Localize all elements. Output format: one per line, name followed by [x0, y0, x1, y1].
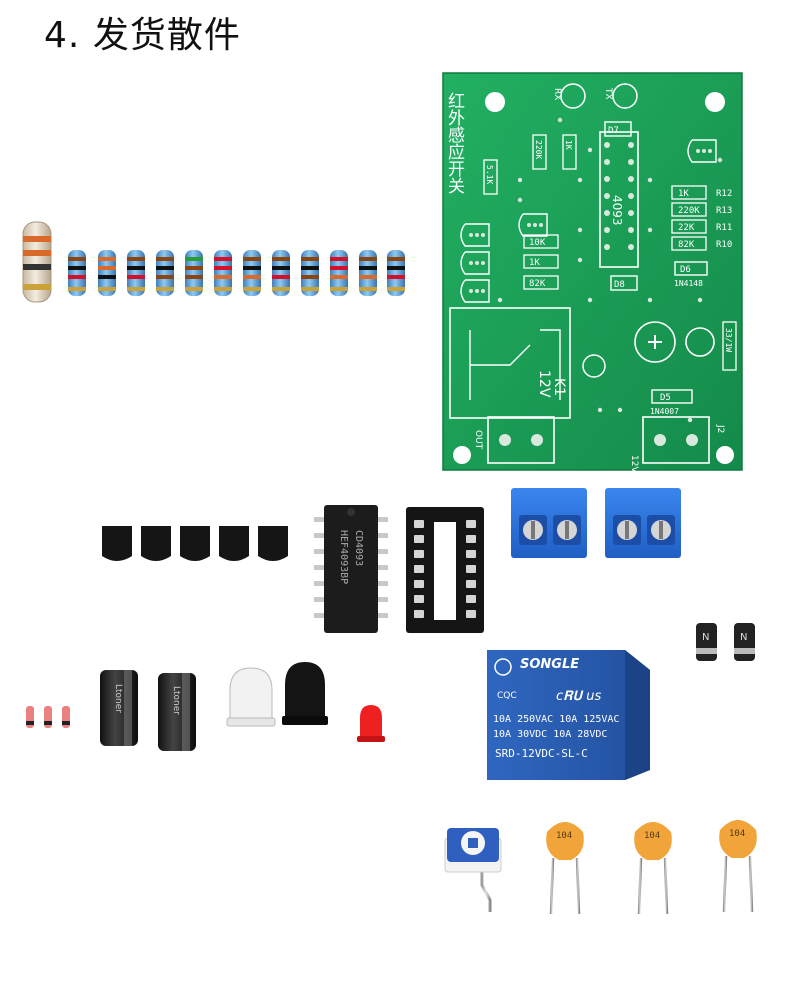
- transistor: [141, 526, 171, 650]
- pcb-board: 红外感应开关 4093 K1 12V OUT J2 12V RX TX 1K R1…: [442, 72, 743, 473]
- ecap-brand-2: Ltoner: [171, 686, 181, 715]
- resistor: [387, 76, 405, 475]
- ic-marking-2: CD4093: [353, 530, 364, 566]
- relay-ul-mark: c𝐑𝐔 us: [556, 689, 601, 704]
- glass-diode: [44, 522, 52, 916]
- ceramic-capacitors: 104 104 104: [546, 820, 757, 915]
- ceramic-cap-value: 104: [556, 831, 572, 841]
- board-title: 红外感应开关: [444, 92, 465, 194]
- pcb-resistor-value: 10K: [529, 238, 546, 248]
- leds: [226, 662, 385, 915]
- ecap-brand: Ltoner: [113, 684, 123, 713]
- electrolytic-capacitors: Ltoner Ltoner: [100, 670, 196, 912]
- relay-logo: [494, 658, 512, 676]
- ceramic-capacitor: 104: [546, 822, 584, 915]
- ic-socket: [406, 507, 484, 633]
- screw-terminals: [511, 488, 681, 590]
- resistor: [98, 76, 116, 475]
- resistor: [301, 76, 319, 475]
- pcb-resistor-ref: R12: [716, 189, 732, 199]
- pcb-j2-label: J2: [715, 424, 725, 433]
- resistor: [359, 76, 377, 475]
- screw-terminal: [605, 488, 681, 590]
- relay-model: SRD-12VDC-SL-C: [495, 747, 588, 760]
- ic-marking-1: HEF4093BP: [338, 530, 349, 584]
- relay: SONGLE CQC c𝐑𝐔 us 10A 250VAC 10A 125VAC …: [487, 650, 650, 780]
- pcb-resistor-ref: R13: [716, 206, 732, 216]
- screw-terminal: [511, 488, 587, 590]
- pcb-resistor-value: 33/1W: [724, 328, 733, 352]
- relay-cert: CQC: [497, 691, 517, 701]
- resistor: [243, 76, 261, 475]
- resistor: [214, 76, 232, 475]
- mount-hole: [453, 446, 471, 464]
- resistor: [272, 76, 290, 475]
- resistor: [127, 76, 145, 475]
- pcb-tx-label: TX: [603, 87, 613, 100]
- pcb-d6: D6: [680, 265, 691, 275]
- pcb-1n4148: 1N4148: [674, 279, 703, 288]
- transistor: [258, 526, 288, 650]
- pcb-ic-label: 4093: [610, 195, 624, 226]
- transistors: [102, 526, 288, 650]
- resistor: [330, 76, 348, 475]
- glass-diode: [62, 522, 70, 916]
- pcb-resistor-value: 82K: [678, 240, 695, 250]
- pcb-resistor-value: 22K: [678, 223, 695, 233]
- pcb-d7: D7: [608, 126, 619, 136]
- svg-text:N: N: [702, 632, 709, 643]
- ceramic-capacitor: 104: [634, 822, 672, 915]
- resistor: [185, 76, 203, 475]
- pcb-12v-label: 12V: [629, 455, 639, 473]
- pcb-1n4007: 1N4007: [650, 407, 679, 416]
- relay-rating-1: 10A 250VAC 10A 125VAC: [493, 714, 619, 725]
- ceramic-cap-value: 104: [644, 831, 660, 841]
- title-number: 4.: [44, 15, 81, 56]
- pcb-d8: D8: [614, 280, 625, 290]
- pcb-out-label: OUT: [473, 430, 483, 450]
- mount-hole: [485, 92, 505, 112]
- pcb-resistor-value: 1K: [529, 258, 540, 268]
- relay-voltage: 12V: [536, 370, 552, 398]
- trimmer-potentiometer: [444, 828, 502, 912]
- pcb-resistor-value: 220K: [678, 206, 700, 216]
- resistor: [156, 76, 174, 475]
- pcb-resistor-value: 1K: [564, 140, 573, 150]
- relay-ref: K1: [551, 378, 567, 396]
- rectifier-diodes: N N: [696, 497, 755, 790]
- pcb-resistor-ref: R11: [716, 223, 732, 233]
- glass-diode: [26, 522, 34, 916]
- ceramic-cap-value: 104: [729, 829, 745, 839]
- transistor: [219, 526, 249, 650]
- resistor-row: [22, 72, 405, 475]
- title-text: 发货散件: [92, 15, 241, 56]
- relay-outline: [449, 307, 571, 419]
- small-resistors: [68, 76, 405, 475]
- transistor: [102, 526, 132, 650]
- pcb-resistor-value: 220K: [534, 140, 543, 159]
- pcb-resistor-ref: R10: [716, 240, 732, 250]
- mount-hole: [716, 446, 734, 464]
- ceramic-capacitor: 104: [719, 820, 757, 913]
- resistor: [68, 76, 86, 475]
- pcb-rx-label: RX: [552, 88, 562, 100]
- pcb-resistor-value: 1K: [678, 189, 689, 199]
- pcb-resistor-value: 5.1K: [485, 165, 494, 184]
- small-diodes: [26, 522, 70, 916]
- relay-rating-2: 10A 30VDC 10A 28VDC: [493, 729, 607, 740]
- page-title: 4. 发货散件: [44, 6, 241, 58]
- pcb-resistor-value: 82K: [529, 279, 546, 289]
- relay-brand: SONGLE: [520, 657, 579, 672]
- transistor: [180, 526, 210, 650]
- large-resistor: [22, 72, 52, 475]
- mount-hole: [705, 92, 725, 112]
- svg-text:N: N: [740, 632, 747, 643]
- pcb-d5: D5: [660, 393, 671, 403]
- ic-chip: HEF4093BP CD4093: [314, 505, 388, 633]
